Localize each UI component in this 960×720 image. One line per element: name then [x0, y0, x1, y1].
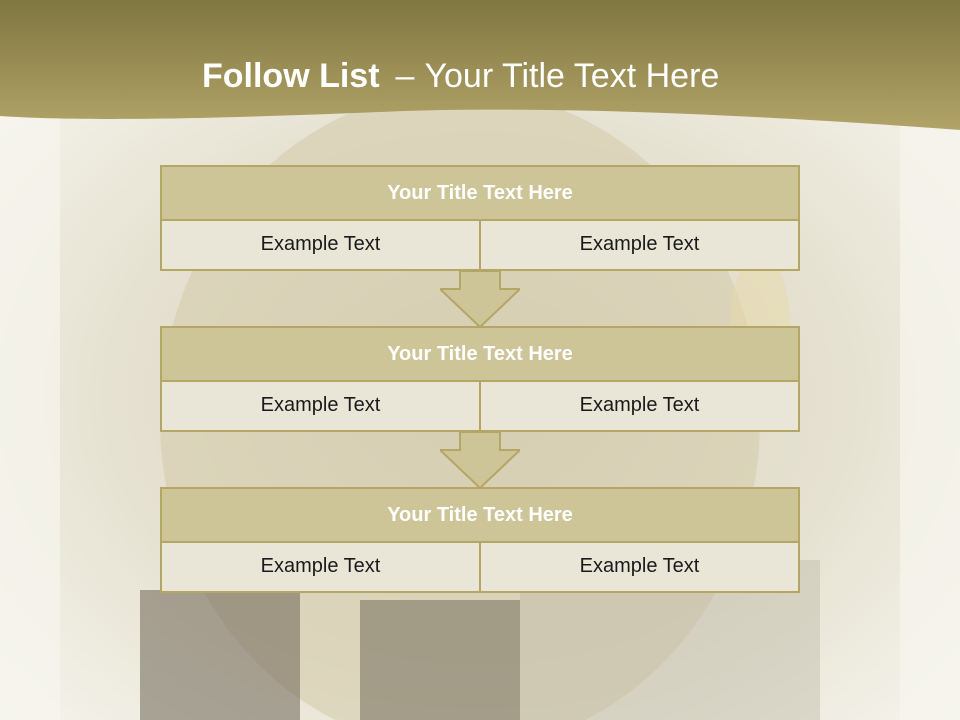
block-cell-right: Example Text [481, 382, 800, 432]
list-block-3: Your Title Text Here Example Text Exampl… [160, 487, 800, 593]
block-title: Your Title Text Here [160, 487, 800, 543]
block-row: Example Text Example Text [160, 221, 800, 271]
block-cell-left: Example Text [160, 382, 481, 432]
down-arrow-icon [440, 432, 520, 490]
block-row: Example Text Example Text [160, 543, 800, 593]
block-title: Your Title Text Here [160, 326, 800, 382]
block-cell-left: Example Text [160, 543, 481, 593]
slide-title-dash: – [395, 57, 415, 95]
block-cell-right: Example Text [481, 543, 800, 593]
list-block-2: Your Title Text Here Example Text Exampl… [160, 326, 800, 432]
block-row: Example Text Example Text [160, 382, 800, 432]
slide-title: Follow List–Your Title Text Here [202, 54, 719, 98]
block-cell-left: Example Text [160, 221, 481, 271]
block-cell-right: Example Text [481, 221, 800, 271]
slide-title-rest: Your Title Text Here [424, 57, 720, 95]
down-arrow-icon [440, 271, 520, 329]
header-band [0, 0, 960, 130]
block-title: Your Title Text Here [160, 165, 800, 221]
slide-title-bold: Follow List [202, 57, 380, 95]
list-block-1: Your Title Text Here Example Text Exampl… [160, 165, 800, 271]
